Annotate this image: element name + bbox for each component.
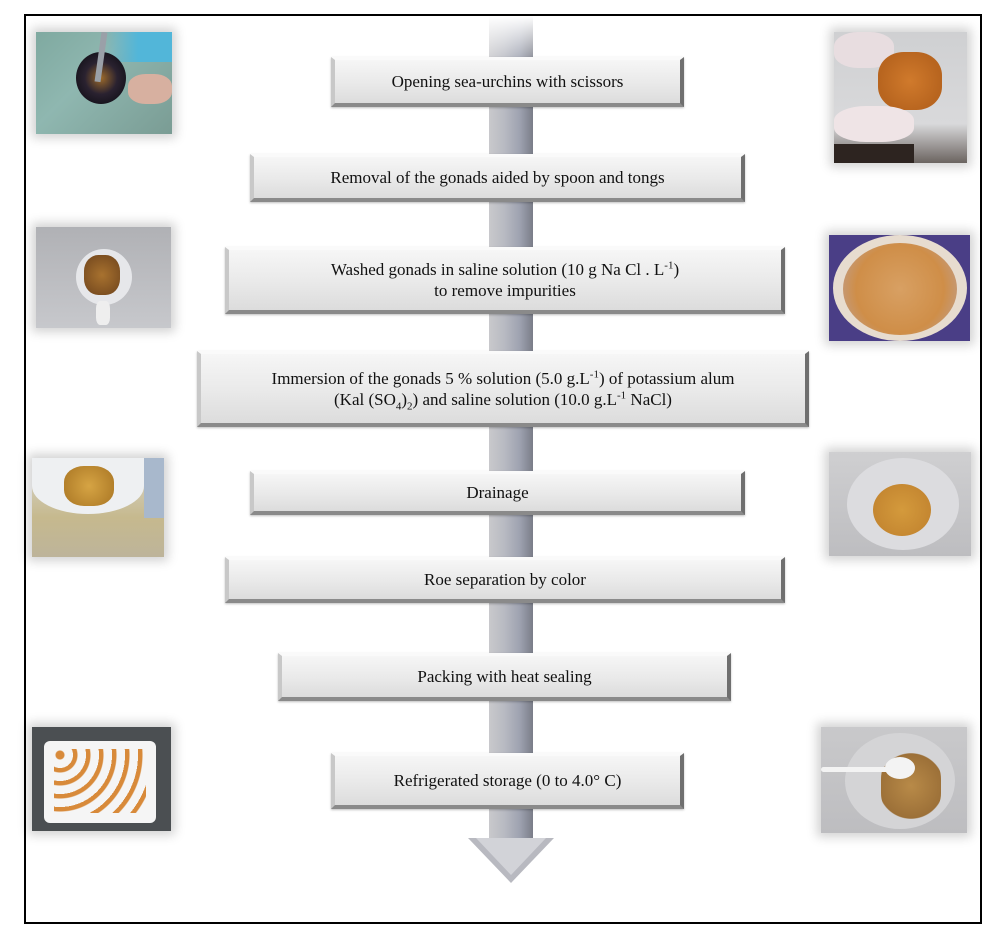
superscript: -1 <box>589 367 599 380</box>
step-label: Drainage <box>466 483 529 502</box>
step-text: Washed gonads in saline solution (10 g N… <box>330 260 665 279</box>
step-roe-separation: Roe separation by color <box>225 557 785 603</box>
step-label: Opening sea-urchins with scissors <box>391 72 624 91</box>
step-text: Immersion of the gonads 5 % solution (5.… <box>271 368 590 388</box>
step-text: NaCl) <box>626 389 672 409</box>
gonad-removal-photo <box>834 32 967 163</box>
packed-tray-photo <box>32 727 171 831</box>
superscript: -1 <box>664 259 674 272</box>
sea-urchin-opening-photo <box>36 32 172 134</box>
step-label: Refrigerated storage (0 to 4.0° C) <box>393 771 622 790</box>
step-label: Packing with heat sealing <box>417 667 592 686</box>
superscript: -1 <box>617 388 627 401</box>
roe-with-spoon-photo <box>821 727 967 833</box>
step-line: Washed gonads in saline solution (10 g N… <box>331 259 679 280</box>
step-opening: Opening sea-urchins with scissors <box>331 57 684 107</box>
gonads-in-strainer-photo <box>36 227 171 328</box>
step-text: (Kal (SO <box>334 389 396 409</box>
step-packing: Packing with heat sealing <box>278 653 731 701</box>
step-removal: Removal of the gonads aided by spoon and… <box>250 154 745 202</box>
flow-arrow-shaft <box>489 16 533 841</box>
step-refrigerated-storage: Refrigerated storage (0 to 4.0° C) <box>331 753 684 809</box>
washed-gonads-photo <box>829 235 970 341</box>
step-line: (Kal (SO4)2) and saline solution (10.0 g… <box>334 388 672 412</box>
step-washing: Washed gonads in saline solution (10 g N… <box>225 247 785 314</box>
step-label: Roe separation by color <box>424 570 586 589</box>
step-text: ) <box>673 260 680 279</box>
step-drainage: Drainage <box>250 471 745 515</box>
drainage-photo <box>32 458 164 557</box>
step-line: to remove impurities <box>434 281 576 300</box>
drained-roe-bowl-photo <box>829 452 971 556</box>
subscript: 4 <box>395 399 402 412</box>
step-immersion: Immersion of the gonads 5 % solution (5.… <box>197 351 809 427</box>
step-line: Immersion of the gonads 5 % solution (5.… <box>272 368 735 389</box>
step-text: ) <box>401 389 408 409</box>
step-text: ) of potassium alum <box>598 368 735 388</box>
flow-arrow-head-highlight <box>476 838 546 875</box>
step-text: ) and saline solution (10.0 g.L <box>412 389 617 409</box>
subscript: 2 <box>407 399 413 412</box>
step-label: Removal of the gonads aided by spoon and… <box>330 168 665 187</box>
